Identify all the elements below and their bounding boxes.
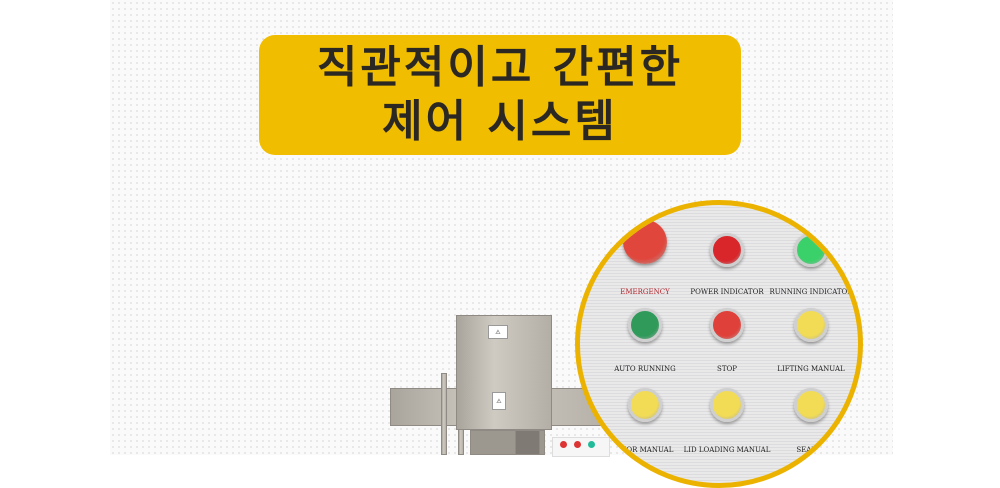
panel-button: [628, 388, 662, 422]
panel-button: [623, 220, 667, 264]
headline-banner: 직관적이고 간편한 제어 시스템: [259, 35, 741, 155]
panel-button: [710, 233, 744, 267]
panel-button-label: AUTO RUNNING: [614, 365, 676, 373]
panel-button: [628, 308, 662, 342]
panel-button-label: STOP: [717, 365, 737, 373]
panel-button: [794, 308, 828, 342]
panel-button-label: RUNNING INDICATOR: [769, 288, 853, 296]
headline-line-2: 제어 시스템: [382, 96, 618, 147]
panel-button-label: EMERGENCY: [620, 288, 670, 296]
panel-button-label: POWER INDICATOR: [690, 288, 764, 296]
warning-label: ⚠: [492, 392, 506, 410]
capping-machine-image: ⚠ ⚠: [390, 315, 620, 457]
panel-button-label: LIFTING MANUAL: [777, 365, 845, 373]
panel-button: [794, 233, 828, 267]
panel-button: [710, 388, 744, 422]
panel-button-label: LID LOADING MANUAL: [683, 446, 771, 454]
panel-button-label: …IOR MANUAL: [616, 446, 674, 454]
panel-button: [710, 308, 744, 342]
headline-line-1: 직관적이고 간편한: [316, 42, 684, 93]
panel-button: [794, 388, 828, 422]
control-panel-closeup: EMERGENCY POWER INDICATOR RUNNING INDICATO…: [575, 200, 863, 488]
warning-label: ⚠: [488, 325, 508, 339]
panel-button-label: SEALI…: [796, 446, 826, 454]
